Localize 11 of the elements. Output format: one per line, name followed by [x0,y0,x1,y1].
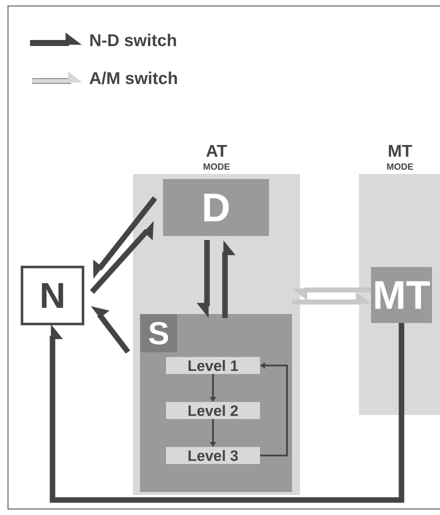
state-box: D [163,179,269,236]
state-box: N [20,266,84,326]
arrow [50,323,404,503]
level-label: Level 3 [166,447,260,464]
mode-heading: MT MODE [387,145,414,170]
legend-label: N-D switch [90,34,176,46]
level-label: Level 2 [166,402,260,419]
legend-label: A/M switch [90,72,177,84]
mode-heading: AT MODE [204,145,230,170]
state-box: MT [371,267,432,323]
level-label: Level 1 [166,357,260,374]
